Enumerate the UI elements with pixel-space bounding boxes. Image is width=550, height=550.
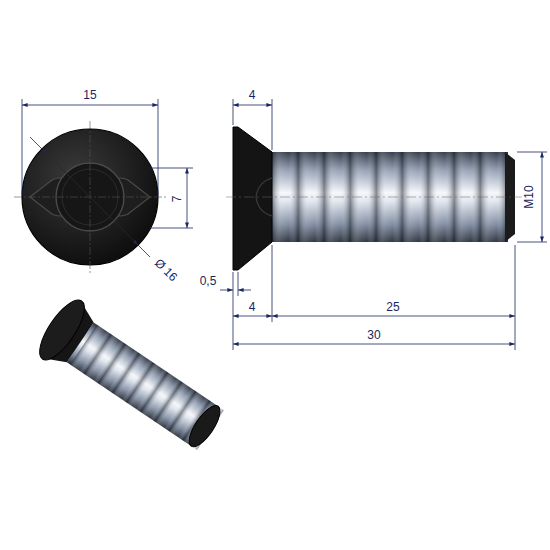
dimension-label: 4 <box>247 88 258 102</box>
dimension-label: 25 <box>384 300 401 314</box>
side-view <box>226 127 522 270</box>
dimension-label: Ø 16 <box>150 254 181 285</box>
front-view <box>14 121 166 273</box>
dimension-label: 15 <box>81 88 98 102</box>
dimension-label: M10 <box>522 183 536 210</box>
dimension-lines <box>22 99 547 350</box>
dimension-label: 7 <box>170 194 184 205</box>
iso-view <box>32 294 232 461</box>
dimension-label: 4 <box>247 300 258 314</box>
dimension-label: 0,5 <box>198 274 219 288</box>
dimension-label: 30 <box>365 328 382 342</box>
